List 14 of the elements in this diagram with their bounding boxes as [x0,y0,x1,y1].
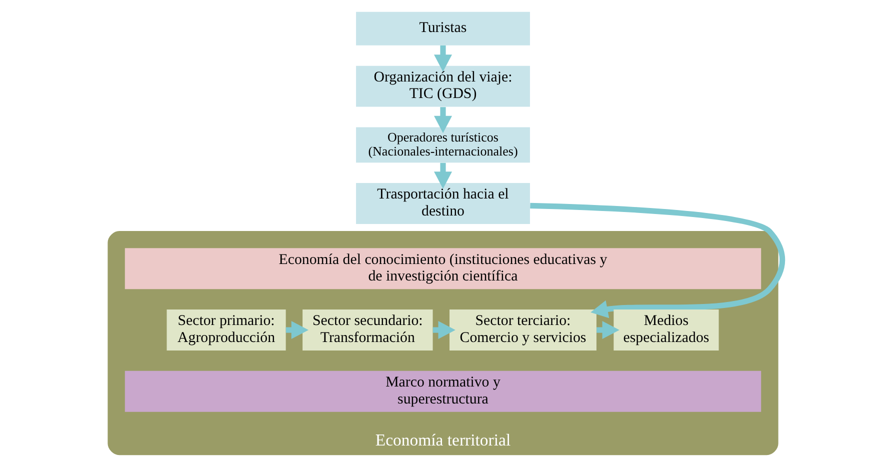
arrow [434,162,452,189]
node-box: Organización del viaje: TIC (GDS) [356,66,530,107]
node-box: Trasportación hacia el destino [356,183,530,224]
node-box: Medios especializados [614,310,719,350]
node-box: Sector primario: Agroproducción [166,310,286,350]
arrow [434,45,452,72]
node-box: Sector secundario: Transformación [302,310,433,350]
arrow [530,202,786,318]
node-box: Sector terciario: Comercio y servicios [450,310,596,350]
arrow [434,107,452,134]
node-box: Economía del conocimiento (instituciones educativas y de investigción científica [124,248,762,290]
node-box: Operadores turísticos (Nacionales-internacionales) [356,127,530,163]
node-box: Turistas [356,12,530,46]
node-box: Marco normativo y superestructura [124,370,762,412]
